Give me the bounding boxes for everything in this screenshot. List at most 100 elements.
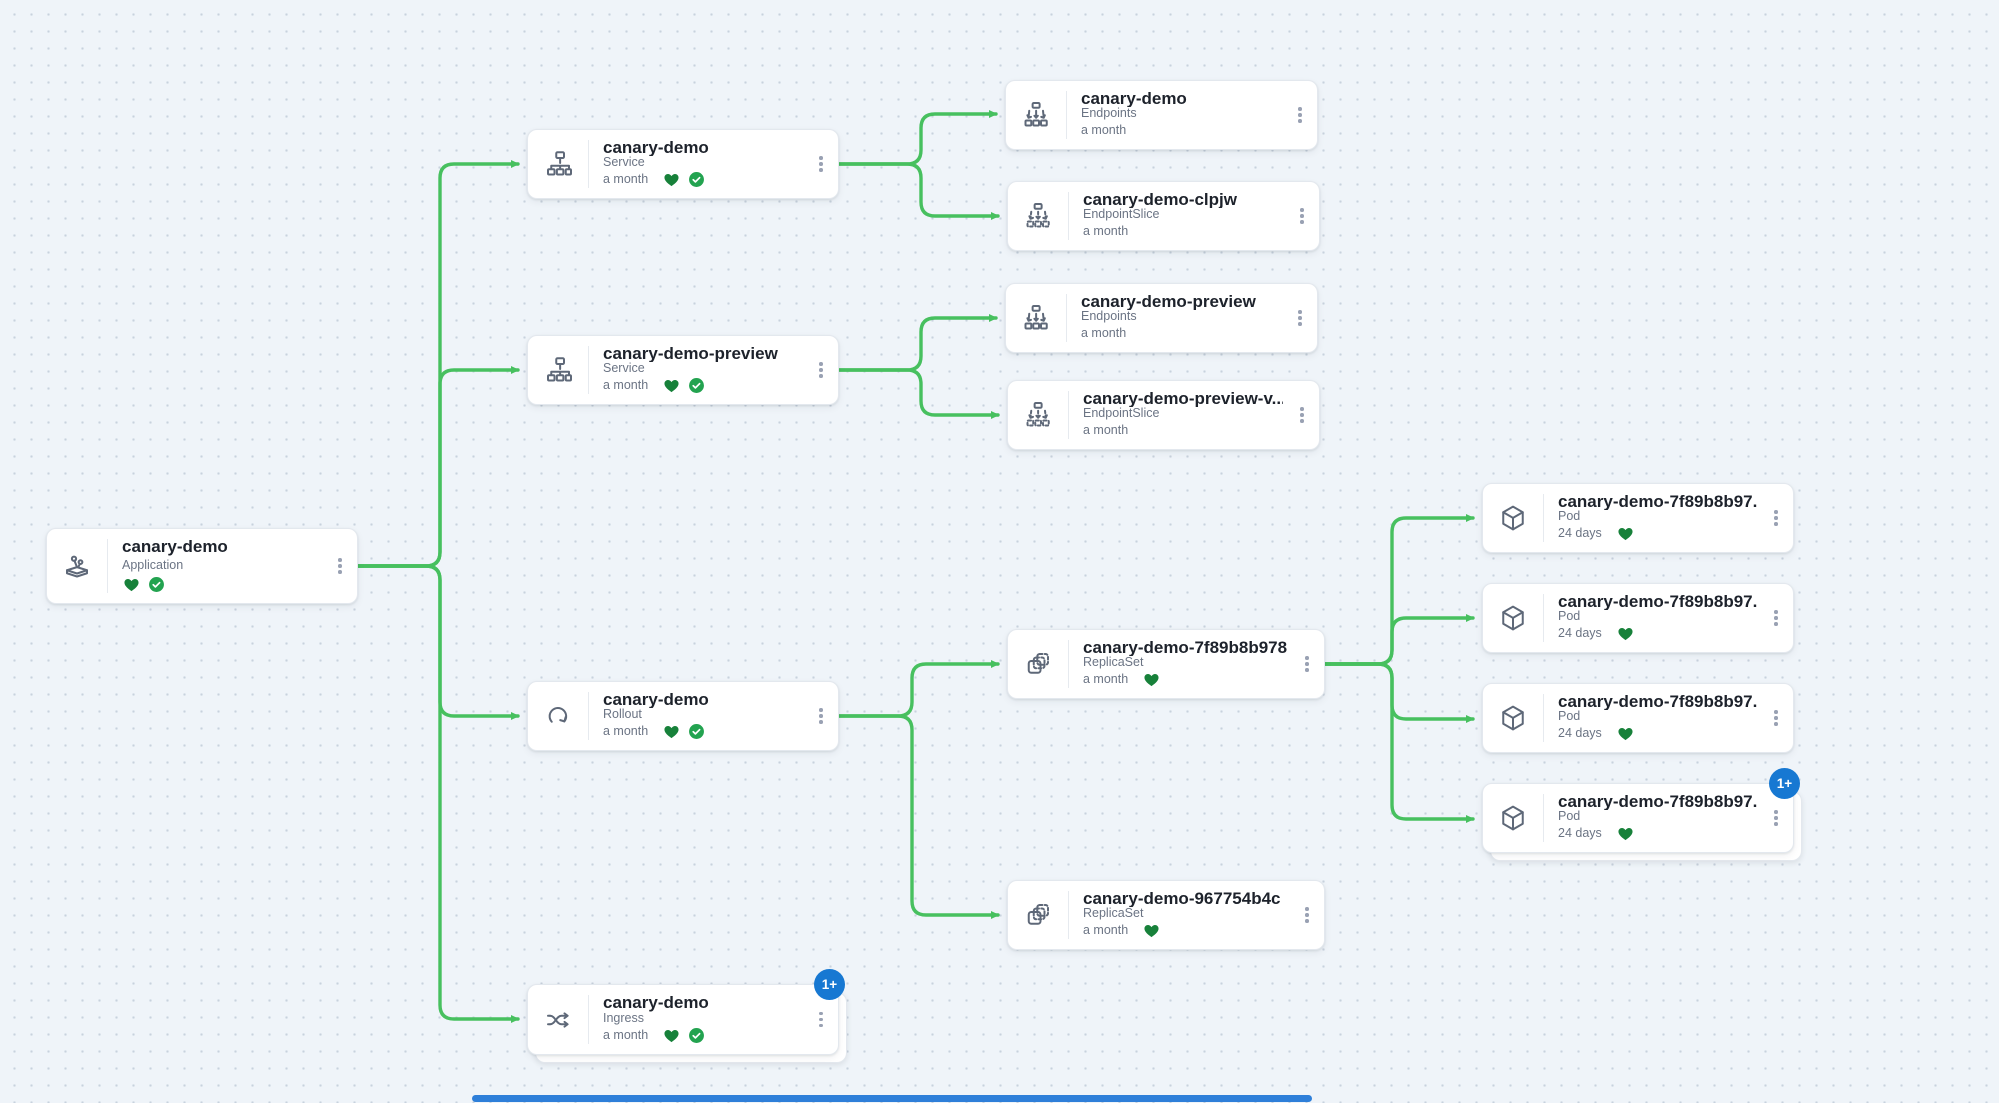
node-menu-button[interactable] <box>1285 182 1319 250</box>
node-menu-button[interactable] <box>1290 630 1324 698</box>
ingress-icon <box>528 985 588 1054</box>
node-menu-button[interactable] <box>804 682 838 750</box>
card-divider <box>1068 640 1069 688</box>
service-icon <box>528 130 588 198</box>
card-divider <box>588 692 589 740</box>
pod-icon <box>1483 784 1543 852</box>
resource-name: canary-demo <box>603 994 709 1012</box>
resource-kind: Pod <box>1558 809 1581 824</box>
resource-kind: EndpointSlice <box>1083 406 1160 421</box>
rollout-icon <box>528 682 588 750</box>
resource-kind: Rollout <box>603 707 642 722</box>
resource-kind: Pod <box>1558 509 1581 524</box>
resource-name: canary-demo <box>1081 90 1187 108</box>
resource-node-svc1[interactable]: canary-demo Service a month <box>527 129 839 199</box>
resource-node-ep2[interactable]: canary-demo-preview Endpoints a month <box>1005 283 1318 353</box>
resource-age: 24 days <box>1558 726 1602 741</box>
card-divider <box>1543 594 1544 642</box>
resource-name: canary-demo-preview <box>603 345 778 363</box>
resource-name: canary-demo-7f89b8b978 <box>1083 639 1288 657</box>
resource-node-pod3[interactable]: canary-demo-7f89b8b97... Pod 24 days <box>1482 683 1794 753</box>
endpointslice-icon <box>1008 381 1068 449</box>
node-menu-button[interactable] <box>1759 784 1793 852</box>
edge-connector <box>356 564 520 1023</box>
resource-node-pod4[interactable]: 1+ canary-demo-7f89b8b97... Pod 24 days <box>1482 768 1802 861</box>
resource-age: a month <box>1083 423 1129 438</box>
resource-kind: Endpoints <box>1081 309 1137 324</box>
resource-kind: Application <box>122 557 184 572</box>
node-menu-button[interactable] <box>1759 684 1793 752</box>
endpoints-icon <box>1006 81 1066 149</box>
node-menu-button[interactable] <box>1283 284 1317 352</box>
node-menu-button[interactable] <box>1285 381 1319 449</box>
healthy-heart-icon <box>662 722 681 741</box>
resource-name: canary-demo-7f89b8b97... <box>1558 493 1757 511</box>
resource-node-rs2[interactable]: canary-demo-967754b4c ReplicaSet a month <box>1007 880 1325 950</box>
synced-check-icon <box>687 722 706 741</box>
service-icon <box>528 336 588 404</box>
resource-node-rollout[interactable]: canary-demo Rollout a month <box>527 681 839 751</box>
resource-name: canary-demo-preview <box>1081 293 1256 311</box>
resource-kind: EndpointSlice <box>1083 207 1160 222</box>
healthy-heart-icon <box>662 376 681 395</box>
node-menu-button[interactable] <box>323 529 357 603</box>
resource-node-ep1[interactable]: canary-demo Endpoints a month <box>1005 80 1318 150</box>
resource-age: 24 days <box>1558 626 1602 641</box>
healthy-heart-icon <box>1616 624 1635 643</box>
node-menu-button[interactable] <box>1759 584 1793 652</box>
edge-connector <box>1323 662 1475 823</box>
resource-node-rs1[interactable]: canary-demo-7f89b8b978 ReplicaSet a mont… <box>1007 629 1325 699</box>
resource-node-svc2[interactable]: canary-demo-preview Service a month <box>527 335 839 405</box>
resource-age: a month <box>1081 326 1127 341</box>
node-menu-button[interactable] <box>804 130 838 198</box>
healthy-heart-icon <box>1616 824 1635 843</box>
resource-node-eps1[interactable]: canary-demo-clpjw EndpointSlice a month <box>1007 181 1320 251</box>
resource-node-pod2[interactable]: canary-demo-7f89b8b97... Pod 24 days <box>1482 583 1794 653</box>
resource-name: canary-demo-7f89b8b97... <box>1558 793 1757 811</box>
resource-node-eps2[interactable]: canary-demo-preview-v... EndpointSlice a… <box>1007 380 1320 450</box>
replicaset-icon <box>1008 881 1068 949</box>
resource-name: canary-demo <box>603 691 709 709</box>
resource-age: a month <box>603 1028 649 1043</box>
collapsed-count-badge[interactable]: 1+ <box>1769 768 1800 799</box>
application-icon <box>47 529 107 603</box>
node-menu-button[interactable] <box>804 985 838 1054</box>
resource-kind: ReplicaSet <box>1083 906 1144 921</box>
resource-name: canary-demo <box>122 538 228 556</box>
horizontal-scrollbar-thumb[interactable] <box>472 1095 1312 1102</box>
resource-kind: Pod <box>1558 609 1581 624</box>
resource-age: a month <box>1081 123 1127 138</box>
resource-node-ingress[interactable]: 1+ canary-demo Ingress a month <box>527 969 847 1063</box>
resource-kind: Endpoints <box>1081 106 1137 121</box>
card-divider <box>588 140 589 188</box>
card-divider <box>1068 192 1069 240</box>
healthy-heart-icon <box>1142 921 1161 940</box>
resource-name: canary-demo <box>603 139 709 157</box>
card-divider <box>1066 294 1067 342</box>
resource-kind: Ingress <box>603 1011 644 1026</box>
node-menu-button[interactable] <box>1759 484 1793 552</box>
node-menu-button[interactable] <box>804 336 838 404</box>
resource-name: canary-demo-clpjw <box>1083 191 1237 209</box>
resource-age: a month <box>603 724 649 739</box>
card-divider <box>588 995 589 1044</box>
node-menu-button[interactable] <box>1283 81 1317 149</box>
resource-node-app[interactable]: canary-demo Application <box>46 528 358 604</box>
resource-name: canary-demo-967754b4c <box>1083 890 1281 908</box>
edge-connector <box>837 714 1000 919</box>
pod-icon <box>1483 584 1543 652</box>
resource-age: a month <box>603 378 649 393</box>
resource-node-pod1[interactable]: canary-demo-7f89b8b97... Pod 24 days <box>1482 483 1794 553</box>
card-divider <box>1543 794 1544 842</box>
collapsed-count-badge[interactable]: 1+ <box>814 969 845 1000</box>
resource-name: canary-demo-preview-v... <box>1083 390 1283 408</box>
resource-age: 24 days <box>1558 826 1602 841</box>
synced-check-icon <box>687 170 706 189</box>
resource-kind: Service <box>603 155 645 170</box>
resource-kind: ReplicaSet <box>1083 655 1144 670</box>
healthy-heart-icon <box>662 1026 681 1045</box>
node-menu-button[interactable] <box>1290 881 1324 949</box>
